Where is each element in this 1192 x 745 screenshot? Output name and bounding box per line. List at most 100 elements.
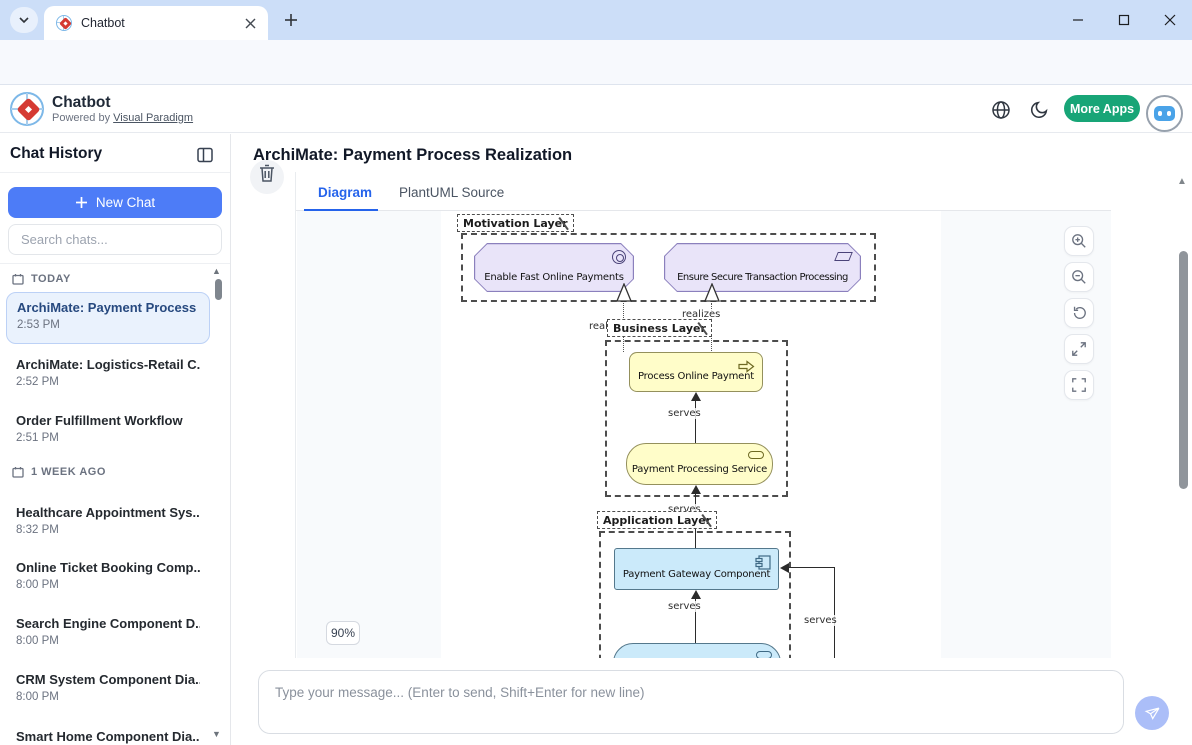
dark-mode-moon-icon[interactable] [1028, 99, 1050, 121]
chat-item-selected[interactable]: ArchiMate: Payment Process ... 2:53 PM [6, 292, 210, 344]
trash-icon [260, 164, 274, 182]
new-chat-label: New Chat [95, 195, 156, 210]
calendar-icon [12, 467, 24, 478]
page-scroll-up-icon[interactable]: ▲ [1177, 176, 1187, 187]
chat-item[interactable]: Healthcare Appointment Sys... 8:32 PM [16, 505, 200, 536]
clipped-service-node[interactable] [613, 643, 781, 658]
edge-label-serves: serves [803, 615, 838, 626]
calendar-icon [12, 274, 24, 285]
edge-label-realizes: realizes [681, 309, 722, 320]
zoom-level-badge: 90% [326, 621, 360, 645]
business-process-icon [738, 360, 755, 373]
chat-item[interactable]: Search Engine Component D... 8:00 PM [16, 616, 200, 647]
browser-tab[interactable]: Chatbot [44, 6, 268, 40]
sidebar-title: Chat History [10, 145, 103, 162]
service-icon [756, 651, 772, 658]
application-layer-label: Application Layer [597, 511, 718, 529]
serves-arrowhead-left [780, 563, 789, 573]
powered-by: Powered by Visual Paradigm [52, 112, 194, 124]
divider [0, 172, 230, 173]
app-name: Chatbot [52, 94, 111, 111]
fullscreen-button[interactable] [1064, 370, 1094, 400]
reset-view-button[interactable] [1064, 298, 1094, 328]
zoom-out-button[interactable] [1064, 262, 1094, 292]
serves-line-horizontal [788, 567, 834, 569]
divider [0, 263, 230, 264]
diagram-canvas[interactable]: Motivation Layer Enable Fast Online Paym… [441, 211, 941, 658]
sidebar-scroll-up-icon[interactable]: ▲ [212, 266, 221, 276]
chat-item[interactable]: Order Fulfillment Workflow 2:51 PM [16, 413, 183, 444]
new-chat-button[interactable]: New Chat [8, 187, 222, 218]
more-apps-button[interactable]: More Apps [1064, 95, 1140, 122]
visual-paradigm-logo [10, 92, 44, 126]
serves-line-vertical [834, 567, 836, 658]
section-header-week-ago: 1 WEEK AGO [12, 466, 106, 478]
zoom-in-button[interactable] [1064, 226, 1094, 256]
serves-arrowhead [691, 590, 701, 599]
message-input[interactable] [259, 671, 1123, 733]
collapse-sidebar-icon[interactable] [196, 146, 214, 164]
chat-item[interactable]: Smart Home Component Dia... [16, 729, 200, 744]
outcome-ensure-secure-transaction-processing[interactable]: Ensure Secure Transaction Processing [664, 243, 861, 292]
search-chats-input[interactable] [8, 224, 222, 255]
zoom-in-icon [1072, 234, 1086, 248]
tab-title: Chatbot [81, 16, 125, 30]
page-scrollbar-thumb[interactable] [1179, 251, 1188, 489]
business-layer-group [605, 340, 788, 497]
application-layer-group [599, 531, 791, 658]
chat-history-sidebar: Chat History New Chat TODAY ArchiMate: P… [0, 134, 231, 745]
payment-gateway-component-node[interactable]: Payment Gateway Component [614, 548, 779, 590]
edge-label-serves: serves [667, 601, 702, 612]
serves-arrowhead [691, 392, 701, 401]
plus-icon [75, 197, 87, 208]
serves-arrowhead [691, 485, 701, 494]
fit-to-screen-button[interactable] [1064, 334, 1094, 364]
chevron-down-icon [19, 17, 29, 24]
window-maximize-button[interactable] [1112, 9, 1136, 31]
chat-item[interactable]: Online Ticket Booking Comp... 8:00 PM [16, 560, 200, 591]
payment-processing-service-node[interactable]: Payment Processing Service [626, 443, 773, 485]
sidebar-scroll-down-icon[interactable]: ▼ [212, 729, 221, 739]
browser-toolbar: ai-toolbox.visual-paradigm.com/app/chatb… [0, 40, 1192, 117]
diagram-tabs: Diagram PlantUML Source [296, 172, 1111, 211]
tab-close-icon[interactable] [242, 15, 258, 31]
process-online-payment-node[interactable]: Process Online Payment [629, 352, 763, 392]
chat-item[interactable]: ArchiMate: Logistics-Retail C... 2:52 PM [16, 357, 200, 388]
section-header-today: TODAY [12, 273, 71, 285]
diagram-viewport[interactable]: Motivation Layer Enable Fast Online Paym… [297, 211, 1111, 658]
goal-enable-fast-online-payments[interactable]: Enable Fast Online Payments [474, 243, 634, 292]
service-icon [748, 451, 764, 459]
window-close-button[interactable] [1158, 9, 1182, 31]
edge-label-serves: serves [667, 408, 702, 419]
goal-icon [612, 250, 626, 264]
realization-arrowhead [704, 283, 720, 302]
tab-diagram[interactable]: Diagram [318, 185, 373, 200]
reset-rotate-icon [1073, 306, 1086, 319]
send-button[interactable] [1135, 696, 1169, 730]
window-minimize-button[interactable] [1066, 9, 1090, 31]
message-composer [258, 670, 1124, 734]
visual-paradigm-favicon [56, 15, 72, 31]
motivation-layer-label: Motivation Layer [457, 214, 574, 232]
delete-chat-button[interactable] [250, 160, 284, 194]
motivation-layer-group [461, 233, 876, 302]
chat-item[interactable]: CRM System Component Dia... 8:00 PM [16, 672, 200, 703]
tab-search-button[interactable] [10, 7, 38, 33]
tab-plantuml-source[interactable]: PlantUML Source [399, 185, 505, 200]
chatbot-avatar-icon[interactable] [1146, 95, 1183, 132]
browser-titlebar: Chatbot [0, 0, 1192, 40]
send-paper-plane-icon [1144, 707, 1160, 720]
app-header [0, 85, 1192, 133]
visual-paradigm-link[interactable]: Visual Paradigm [113, 112, 194, 124]
zoom-out-icon [1072, 270, 1086, 284]
language-globe-icon[interactable] [990, 99, 1012, 121]
business-layer-label: Business Layer [607, 319, 712, 337]
conversation-title: ArchiMate: Payment Process Realization [253, 146, 573, 164]
expand-arrows-icon [1072, 342, 1086, 356]
realization-arrowhead [616, 283, 632, 302]
new-tab-icon[interactable] [282, 11, 300, 29]
fullscreen-brackets-icon [1072, 378, 1086, 392]
component-icon [755, 555, 771, 570]
sidebar-scrollbar-thumb[interactable] [215, 279, 222, 300]
